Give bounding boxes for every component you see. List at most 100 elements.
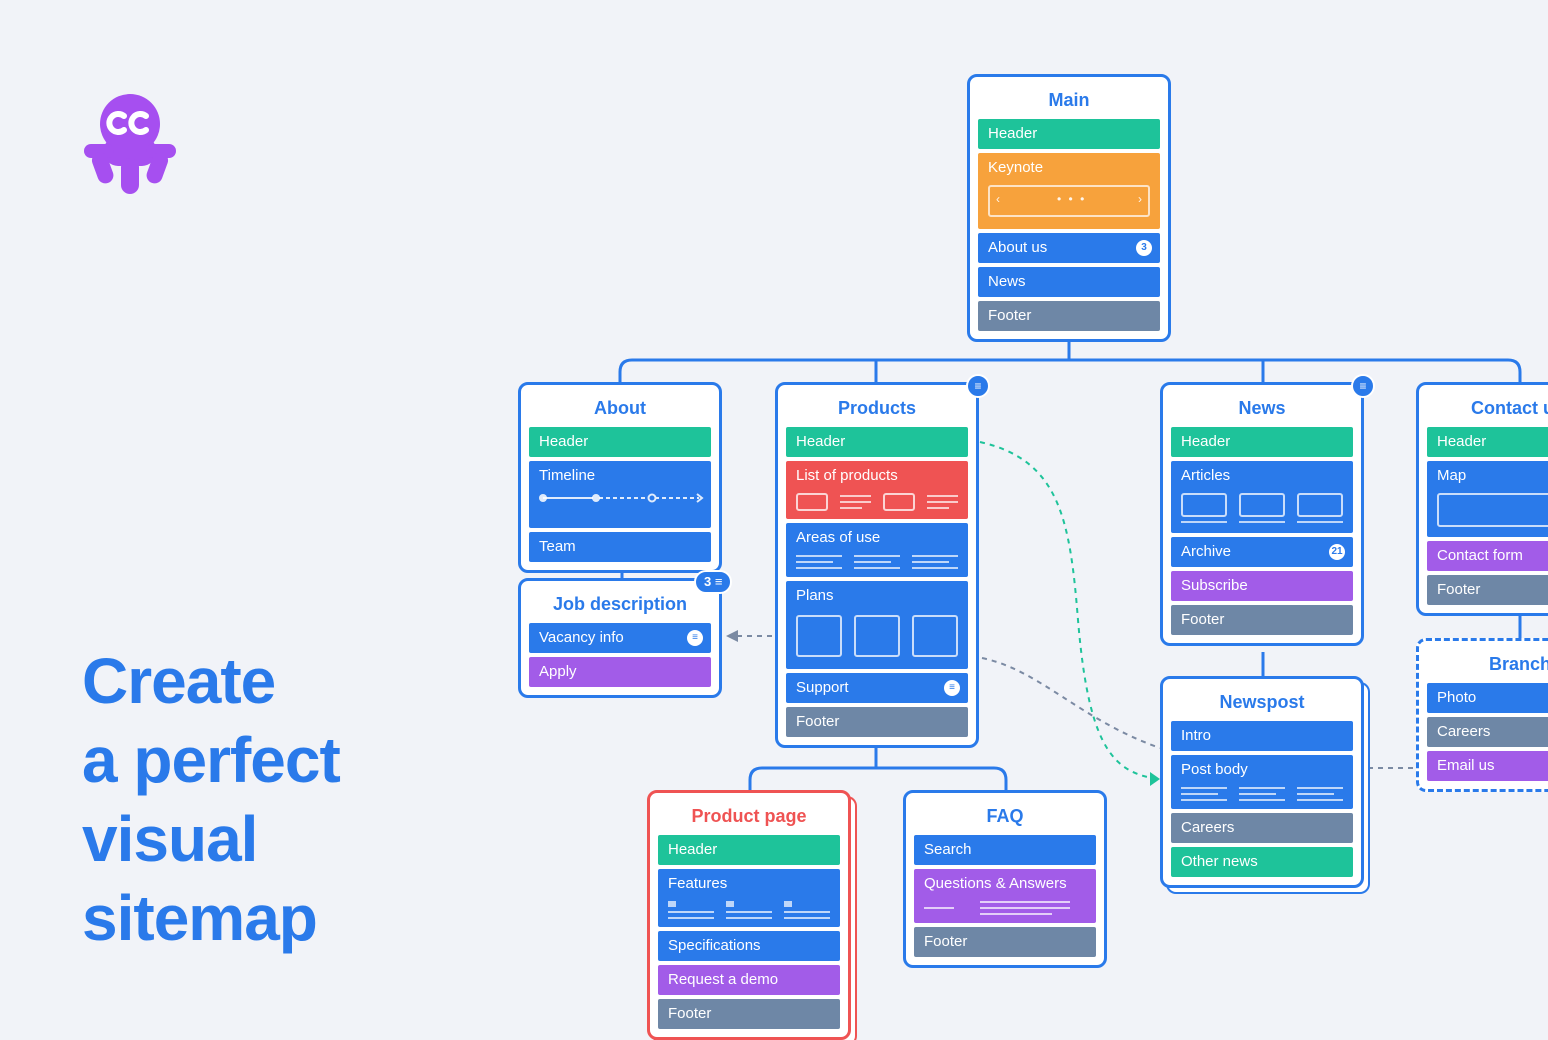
card-title: Newspost <box>1219 692 1305 712</box>
comment-icon: ≡ <box>714 574 723 589</box>
products-to-newspost-link <box>979 441 1153 779</box>
branch-page-card[interactable]: Branch Photo Careers Email us <box>1416 638 1548 792</box>
other-news-block[interactable]: Other news <box>1171 847 1353 877</box>
octopus-logo-icon <box>84 94 176 194</box>
about-page-card[interactable]: About Header Timeline Team <box>518 382 722 573</box>
header-block[interactable]: Header <box>1171 427 1353 457</box>
comment-icon[interactable]: ≡ <box>966 374 990 398</box>
keynote-block[interactable]: Keynote ‹ • • • › <box>978 153 1160 229</box>
card-title: Branch <box>1489 654 1548 674</box>
footer-block[interactable]: Footer <box>658 999 840 1029</box>
headline-line: sitemap <box>82 882 318 954</box>
subscribe-block[interactable]: Subscribe <box>1171 571 1353 601</box>
contact-page-card[interactable]: Contact u Header Map Contact form Footer <box>1416 382 1548 616</box>
block-label: Keynote <box>988 159 1044 176</box>
plan-cards-placeholder <box>796 611 958 663</box>
products-page-card[interactable]: Products Header List of products Areas o… <box>775 382 979 748</box>
comment-icon: ≡ <box>687 630 703 646</box>
feature-list-placeholder <box>668 899 830 921</box>
block-label: Vacancy info <box>539 629 624 646</box>
careers-block[interactable]: Careers <box>1171 813 1353 843</box>
card-title: Job description <box>552 594 687 614</box>
apply-block[interactable]: Apply <box>529 657 711 687</box>
post-body-block[interactable]: Post body <box>1171 755 1353 809</box>
block-label: Support <box>796 679 849 696</box>
photo-block[interactable]: Photo <box>1427 683 1548 713</box>
archive-block[interactable]: Archive 21 <box>1171 537 1353 567</box>
footer-block[interactable]: Footer <box>914 927 1096 957</box>
count-badge: 21 <box>1329 544 1345 560</box>
accordion-placeholder <box>924 899 1086 917</box>
careers-block[interactable]: Careers <box>1427 717 1548 747</box>
map-block[interactable]: Map <box>1427 461 1548 537</box>
comment-icon: ≡ <box>944 680 960 696</box>
features-block[interactable]: Features <box>658 869 840 927</box>
header-block[interactable]: Header <box>1427 427 1548 457</box>
comment-icon[interactable]: ≡ <box>1351 374 1375 398</box>
specifications-block[interactable]: Specifications <box>658 931 840 961</box>
support-block[interactable]: Support ≡ <box>786 673 968 703</box>
block-label: Archive <box>1181 543 1232 560</box>
request-demo-block[interactable]: Request a demo <box>658 965 840 995</box>
block-label: Features <box>668 875 728 892</box>
headline-line: visual <box>82 803 258 875</box>
arrow-head-icon <box>726 630 738 642</box>
header-block[interactable]: Header <box>978 119 1160 149</box>
intro-block[interactable]: Intro <box>1171 721 1353 751</box>
block-label: Post body <box>1181 761 1248 778</box>
card-title: Contact u <box>1471 398 1548 418</box>
news-page-card[interactable]: News Header Articles Archive 21 Subscrib… <box>1160 382 1364 646</box>
timeline-block[interactable]: Timeline <box>529 461 711 528</box>
chevron-left-icon: ‹ <box>996 192 1000 206</box>
plans-block[interactable]: Plans <box>786 581 968 669</box>
main-to-level1-link <box>618 338 1522 382</box>
email-us-block[interactable]: Email us <box>1427 751 1548 781</box>
footer-block[interactable]: Footer <box>1171 605 1353 635</box>
timeline-icon <box>539 493 704 503</box>
card-title: Product page <box>691 806 807 826</box>
count-badge: 3 <box>1136 240 1152 256</box>
block-label: Areas of use <box>796 529 881 546</box>
search-block[interactable]: Search <box>914 835 1096 865</box>
footer-block[interactable]: Footer <box>786 707 968 737</box>
block-label: About us <box>988 239 1048 256</box>
text-lines-placeholder <box>1181 785 1343 803</box>
team-block[interactable]: Team <box>529 532 711 562</box>
vacancy-info-block[interactable]: Vacancy info ≡ <box>529 623 711 653</box>
contact-form-block[interactable]: Contact form <box>1427 541 1548 571</box>
product-page-card[interactable]: Product page Header Features Specificati… <box>647 790 851 1040</box>
list-of-products-block[interactable]: List of products <box>786 461 968 519</box>
job-description-card[interactable]: Job description Vacancy info ≡ Apply <box>518 578 722 698</box>
header-block[interactable]: Header <box>529 427 711 457</box>
product-thumbnails <box>796 491 958 513</box>
article-thumbnails <box>1181 491 1343 527</box>
areas-of-use-block[interactable]: Areas of use <box>786 523 968 577</box>
faq-page-card[interactable]: FAQ Search Questions & Answers Footer <box>903 790 1107 968</box>
footer-block[interactable]: Footer <box>1427 575 1548 605</box>
text-lines-placeholder <box>796 553 958 571</box>
questions-answers-block[interactable]: Questions & Answers <box>914 869 1096 923</box>
products-to-children-link <box>748 746 1008 790</box>
articles-block[interactable]: Articles <box>1171 461 1353 533</box>
block-label: List of products <box>796 467 898 484</box>
block-label: Articles <box>1181 467 1231 484</box>
about-us-block[interactable]: About us 3 <box>978 233 1160 263</box>
header-block[interactable]: Header <box>658 835 840 865</box>
plans-to-newspost-link <box>981 657 1161 749</box>
news-block[interactable]: News <box>978 267 1160 297</box>
header-block[interactable]: Header <box>786 427 968 457</box>
card-title: News <box>1238 398 1286 418</box>
comment-count-badge[interactable]: 3 ≡ <box>694 570 733 594</box>
newspost-page-card[interactable]: Newspost Intro Post body Careers Other n… <box>1160 676 1364 888</box>
block-label: Plans <box>796 587 834 604</box>
page-headline: Create a perfect visual sitemap <box>82 642 341 958</box>
footer-block[interactable]: Footer <box>978 301 1160 331</box>
chevron-right-icon: › <box>1138 192 1142 206</box>
main-page-card[interactable]: Main Header Keynote ‹ • • • › About us 3… <box>967 74 1171 342</box>
arrow-head-icon <box>1150 772 1160 786</box>
comment-count: 3 <box>704 574 712 589</box>
card-title: FAQ <box>986 806 1024 826</box>
block-label: Questions & Answers <box>924 875 1067 892</box>
card-title: Products <box>837 398 916 418</box>
